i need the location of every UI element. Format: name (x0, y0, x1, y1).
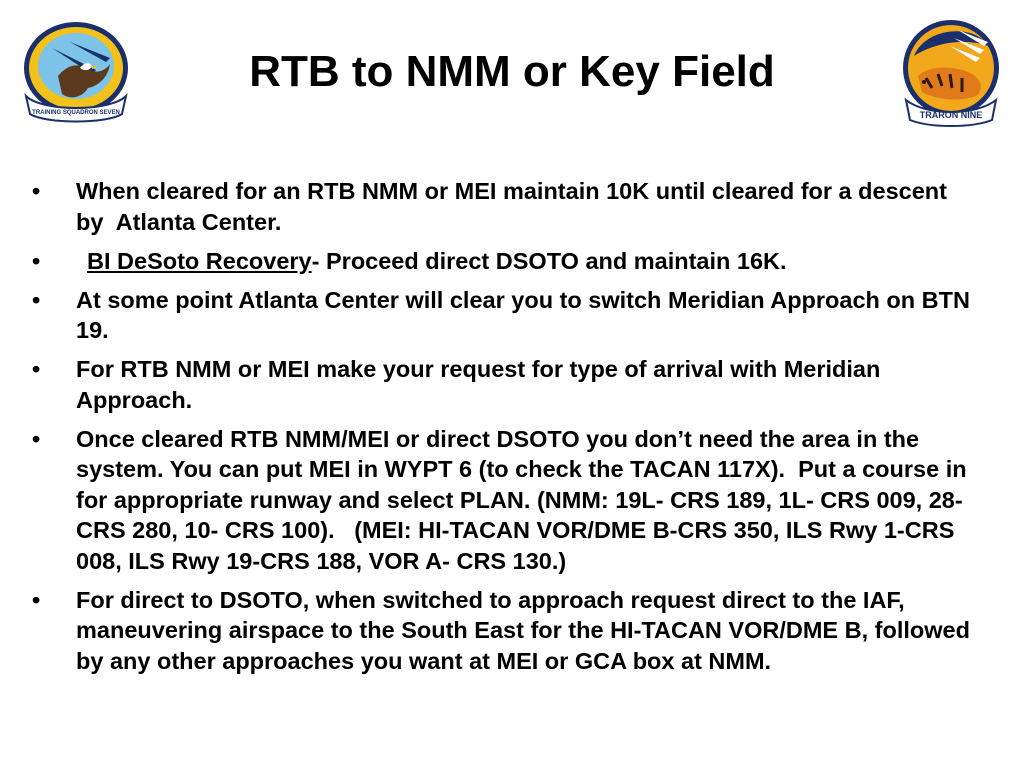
bullet-item: • BI DeSoto Recovery- Proceed direct DSO… (32, 246, 982, 277)
bullet-dot: • (32, 586, 41, 613)
bullet-dot: • (32, 356, 41, 382)
bullet-item: • Once cleared RTB NMM/MEI or direct DSO… (32, 424, 982, 577)
bullet-item: • When cleared for an RTB NMM or MEI mai… (32, 176, 982, 237)
bullet-text: Once cleared RTB NMM/MEI or direct DSOTO… (76, 425, 967, 574)
bullet-item: • For direct to DSOTO, when switched to … (32, 585, 982, 677)
left-logo-caption: TRAINING SQUADRON SEVEN (32, 110, 120, 116)
bullet-list: • When cleared for an RTB NMM or MEI mai… (32, 176, 982, 685)
bullet-dot: • (32, 425, 41, 452)
bullet-item: • At some point Atlanta Center will clea… (32, 285, 982, 346)
bullet-dot: • (32, 247, 41, 274)
bullet-text: When cleared for an RTB NMM or MEI maint… (76, 178, 947, 235)
bullet-dot: • (32, 286, 41, 313)
bullet-dot: • (32, 178, 41, 204)
page-title: RTB to NMM or Key Field (249, 47, 775, 96)
right-logo-caption: TRARON NINE (920, 110, 983, 120)
eagle-squadron-patch-icon: TRAINING SQUADRON SEVEN (24, 22, 128, 123)
bullet-text: At some point Atlanta Center will clear … (76, 286, 970, 344)
bullet-item: • For RTB NMM or MEI make your request f… (32, 354, 982, 415)
bullet-lead-link: BI DeSoto Recovery (87, 247, 312, 274)
bullet-text: - Proceed direct DSOTO and maintain 16K. (311, 247, 787, 274)
bullet-text: For direct to DSOTO, when switched to ap… (76, 586, 970, 674)
tiger-squadron-patch-icon: TRARON NINE (903, 20, 999, 127)
bullet-text: For RTB NMM or MEI make your request for… (76, 356, 881, 413)
